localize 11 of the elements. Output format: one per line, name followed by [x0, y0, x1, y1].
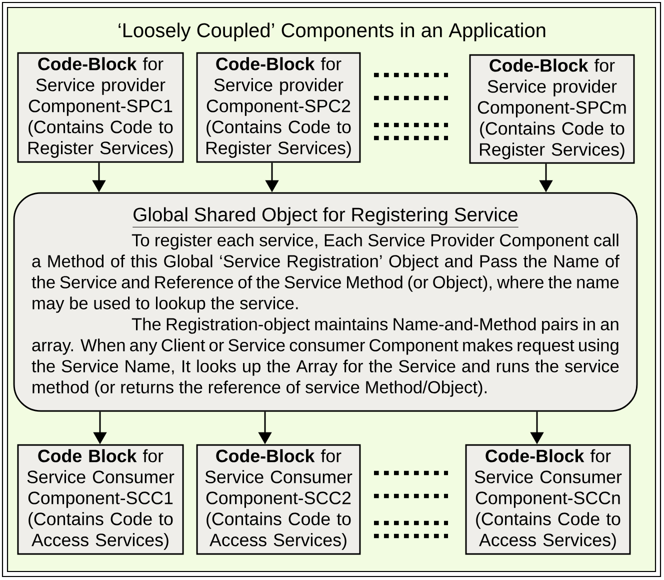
code-block-box: Code-Block for Service Consumer Component-SCC2 (Contains Code to Access Services) [196, 444, 361, 555]
paragraph: To register each service, Each Service Provider Component call a Method of this Global ‘Service Registration’ Object and Pass the Name of the Service and Reference of the Service Method (or Object), where the name may be used to lookup the service. [32, 234, 620, 313]
shared-object-box [13, 192, 638, 412]
code-block-box: Code-Block for Service provider Component-SPCm (Contains Code to Register Services) [469, 54, 635, 164]
code-block-box: Code-Block for Service provider Component-SPC1 (Contains Code to Register Services) [17, 52, 184, 163]
code-block-box: Code-Block for Service Consumer Component-SCCn (Contains Code to Access Services) [465, 444, 631, 555]
code-block-box: Code-Block for Service provider Component-SPC2 (Contains Code to Register Services) [196, 52, 361, 163]
paragraph: The Registration-object maintains Name-and-Method pairs in an array. When any Client or Service consumer Component makes request using the Service Name, It looks up the Array for the Service and runs the service method (or returns the reference of service Method/Object). [32, 318, 619, 397]
heading: Global Shared Object for Registering Service [132, 207, 519, 228]
code-block-box: Code Block for Service Consumer Component-SCC1 (Contains Code to Access Services) [17, 444, 184, 555]
title: ‘Loosely Coupled’ Components in an Application [118, 22, 546, 42]
